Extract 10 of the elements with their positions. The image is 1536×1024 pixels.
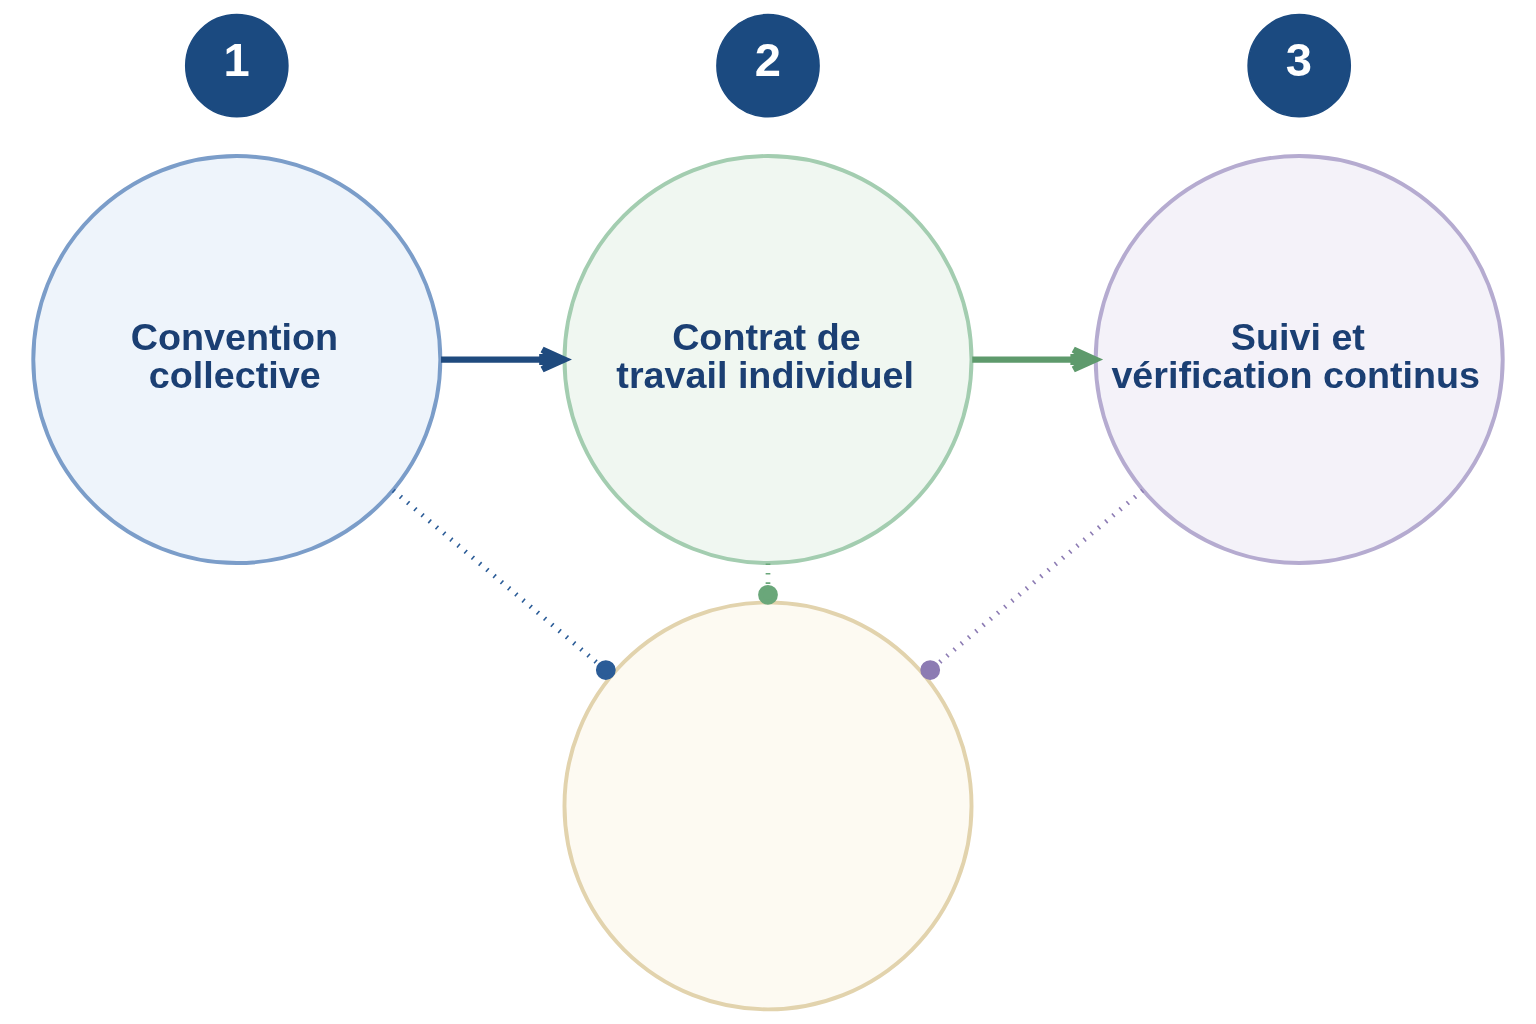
connector: [391, 488, 616, 680]
node-circle: 3: [1247, 13, 1352, 118]
node-circle: Suivi et vérification continus: [1093, 154, 1505, 566]
node-circle: Contrat de travail individuel: [562, 154, 974, 566]
node-circle: 1: [184, 13, 289, 118]
node-circle: [562, 600, 974, 1012]
connector: [920, 488, 1145, 680]
node-circle: Convention collective: [31, 154, 443, 566]
connector: [758, 563, 778, 605]
node-circle: 2: [716, 13, 820, 118]
